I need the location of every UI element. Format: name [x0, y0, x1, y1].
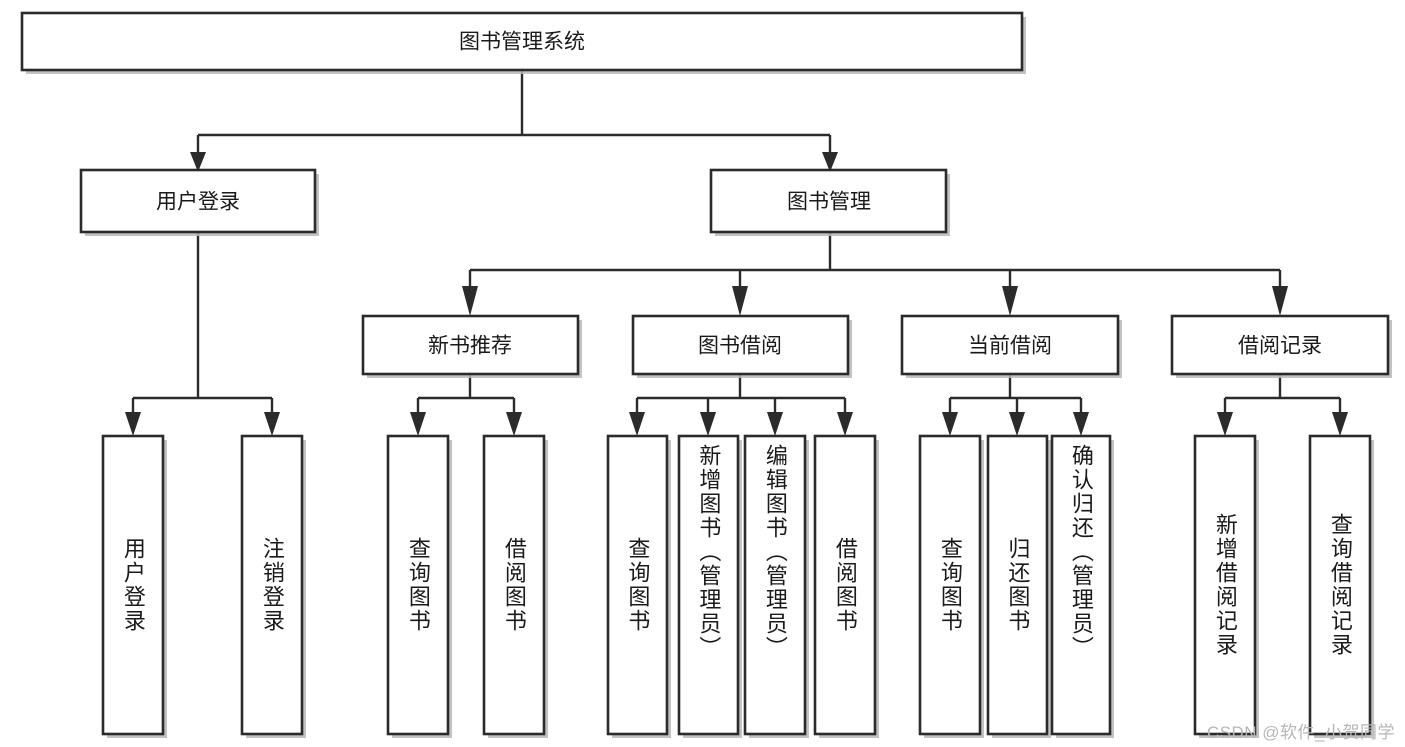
node-root-rect[interactable] — [20, 11, 1024, 72]
node-leaf-query-book-1-rect[interactable] — [386, 434, 450, 736]
node-new-book-recommend-rect[interactable] — [361, 314, 580, 376]
node-new-book-recommend[interactable]: 新书推荐 — [361, 314, 580, 376]
node-borrow-record-label: 借阅记录 — [1238, 335, 1322, 358]
node-root-label: 图书管理系统 — [459, 31, 585, 54]
arrowhead-leaf-borrow-book-1 — [506, 412, 522, 436]
arrowhead-leaf-query-book-1 — [410, 412, 426, 436]
node-book-borrow-rect[interactable] — [631, 314, 850, 376]
arrowhead-leaf-borrow-book-2 — [837, 412, 853, 436]
node-leaf-user-login-rect[interactable] — [101, 434, 165, 736]
arrowhead-leaf-query-book-2 — [629, 412, 645, 436]
node-leaf-logout-rect[interactable] — [240, 434, 304, 736]
node-user-login-rect[interactable] — [79, 168, 317, 234]
watermark-text: CSDN @软件_小贺同学 — [1206, 723, 1395, 742]
arrowhead-leaf-query-record — [1332, 412, 1348, 436]
node-current-borrow-label: 当前借阅 — [968, 335, 1052, 358]
node-leaf-confirm-return-rect[interactable] — [1050, 434, 1112, 736]
connector-layer — [125, 70, 1348, 436]
arrowhead-new-book-recommend — [462, 286, 478, 316]
arrowhead-leaf-logout — [264, 412, 280, 436]
node-book-manage[interactable]: 图书管理 — [709, 168, 948, 234]
node-leaf-add-book-rect[interactable] — [677, 434, 740, 736]
arrowhead-userlogin — [190, 152, 206, 172]
arrowhead-bookmanage — [822, 152, 838, 172]
node-borrow-record-rect[interactable] — [1170, 314, 1390, 376]
node-leaf-return-book-rect[interactable] — [986, 434, 1049, 736]
arrowhead-borrow-record — [1272, 286, 1288, 316]
node-leaf-edit-book-rect[interactable] — [743, 434, 807, 736]
node-leaf-query-book-2-rect[interactable] — [606, 434, 669, 736]
node-user-login-label: 用户登录 — [156, 191, 240, 214]
node-leaf-add-record-rect[interactable] — [1193, 434, 1257, 736]
node-book-manage-rect[interactable] — [709, 168, 948, 234]
node-leaf-query-record-rect[interactable] — [1308, 434, 1372, 736]
node-user-login[interactable]: 用户登录 — [79, 168, 317, 234]
node-layer: 图书管理系统 用户登录 图书管理 新书推荐 图书借阅 当前 — [20, 11, 1390, 736]
node-current-borrow[interactable]: 当前借阅 — [900, 314, 1120, 376]
arrowhead-current-borrow — [1002, 286, 1018, 316]
arrowhead-leaf-query-book-3 — [942, 412, 958, 436]
arrowhead-leaf-confirm-return — [1073, 412, 1089, 436]
node-leaf-query-book-3-rect[interactable] — [918, 434, 982, 736]
arrowhead-leaf-user-login — [125, 412, 141, 436]
arrowhead-leaf-return-book — [1009, 412, 1025, 436]
arrowhead-leaf-add-record — [1217, 412, 1233, 436]
node-leaf-borrow-book-2-rect[interactable] — [813, 434, 877, 736]
arrowhead-book-borrow — [732, 286, 748, 316]
node-root[interactable]: 图书管理系统 — [20, 11, 1024, 72]
node-current-borrow-rect[interactable] — [900, 314, 1120, 376]
arrowhead-leaf-edit-book — [767, 412, 783, 436]
node-leaf-borrow-book-1-rect[interactable] — [482, 434, 546, 736]
node-book-manage-label: 图书管理 — [787, 191, 871, 214]
node-new-book-recommend-label: 新书推荐 — [428, 335, 512, 358]
node-book-borrow[interactable]: 图书借阅 — [631, 314, 850, 376]
arrowhead-leaf-add-book — [700, 412, 716, 436]
node-book-borrow-label: 图书借阅 — [698, 335, 782, 358]
node-borrow-record[interactable]: 借阅记录 — [1170, 314, 1390, 376]
